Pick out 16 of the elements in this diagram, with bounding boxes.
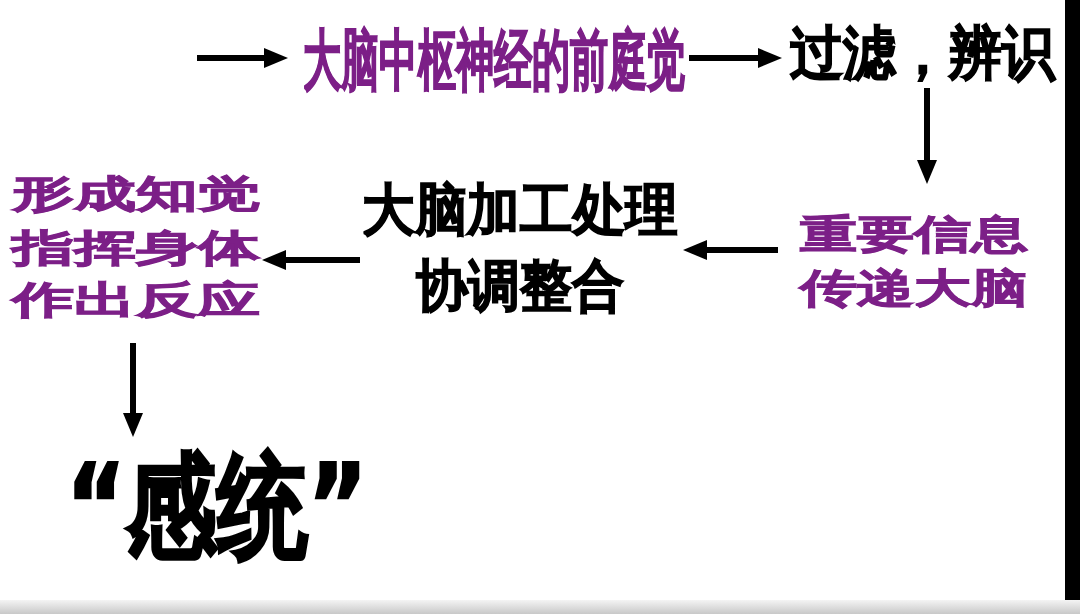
arrow [262,250,360,270]
arrow [123,343,143,437]
step-text: 指挥身体 [12,229,260,267]
step-text: 大脑加工处理 [362,182,678,238]
step-text: 作出反应 [12,281,260,319]
arrow [917,88,937,184]
result-text: “感统” [66,450,368,564]
arrow [689,48,782,68]
arrow [683,240,778,260]
step-text: 大脑中枢神经的前庭觉 [303,28,685,94]
step-text: 形成知觉 [12,175,260,213]
step-text: 过滤，辨识 [790,24,1055,82]
arrow [197,48,288,68]
step-text: 重要信息 [800,214,1028,254]
step-text: 传递大脑 [800,268,1028,308]
step-text: 协调整合 [416,258,624,314]
